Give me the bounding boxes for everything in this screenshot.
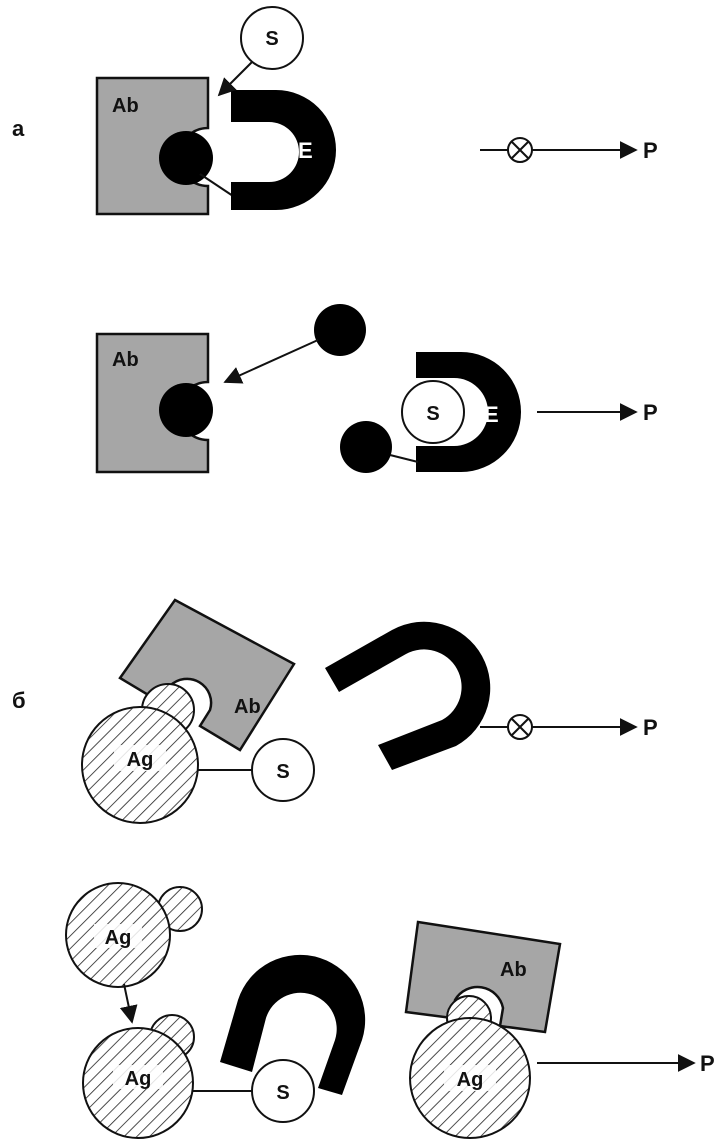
product-label: P [643,715,658,740]
antigen-shape: Ag [81,683,199,824]
antibody-label: Ab [500,959,527,981]
crossed-circle-icon [480,714,638,740]
substrate-circle: S [251,1059,315,1123]
arrow-icon [223,339,319,384]
substrate-label: S [265,28,278,50]
enzyme-label: E [417,664,432,689]
substrate-circle: S [240,6,304,70]
product-label: P [643,400,658,425]
panel-b-row-2: Ag Ag E S Ab Ag P [65,882,715,1139]
antigen-shape-bound: Ag [409,995,531,1139]
substrate-label: S [276,761,289,783]
substrate-circle: S [401,380,465,444]
enzyme-shape: E [220,954,366,1095]
enzyme-shape: E [231,90,336,210]
conjugate-link [389,454,419,463]
substrate-label: S [276,1082,289,1104]
panel-letter-b: б [12,688,26,713]
arrow-icon [217,61,253,97]
panel-a-row-2: Ab E S P [95,304,658,474]
enzyme-shape: E [416,352,521,472]
antigen-shape-conjugate: Ag [82,1014,195,1139]
product-label: P [643,138,658,163]
conjugate-link [199,173,234,197]
crossed-circle-icon [480,137,638,163]
antigen-shape-free: Ag [65,882,203,988]
panel-b-row-1: Ab Ag S E P [81,598,658,824]
antibody-label: Ab [112,95,139,117]
antibody-label: Ab [112,349,139,371]
conjugate-hapten-ball [340,421,392,473]
hapten-ball [159,383,213,437]
enzyme-label: E [290,1020,305,1045]
panel-letter-a: а [12,116,25,141]
antigen-label: Ag [127,749,154,771]
enzyme-label: E [484,402,499,427]
free-hapten-ball [314,304,366,356]
enzyme-shape: E [325,621,491,770]
antigen-label: Ag [105,927,132,949]
substrate-label: S [426,403,439,425]
panel-a-row-1: Ab E S P [95,6,658,216]
enzyme-label: E [298,138,313,163]
product-label: P [700,1051,715,1076]
arrow-icon [119,983,138,1024]
antigen-label: Ag [457,1069,484,1091]
antibody-label: Ab [234,696,261,718]
hapten-ball [159,131,213,185]
substrate-circle: S [251,738,315,802]
antigen-label: Ag [125,1068,152,1090]
